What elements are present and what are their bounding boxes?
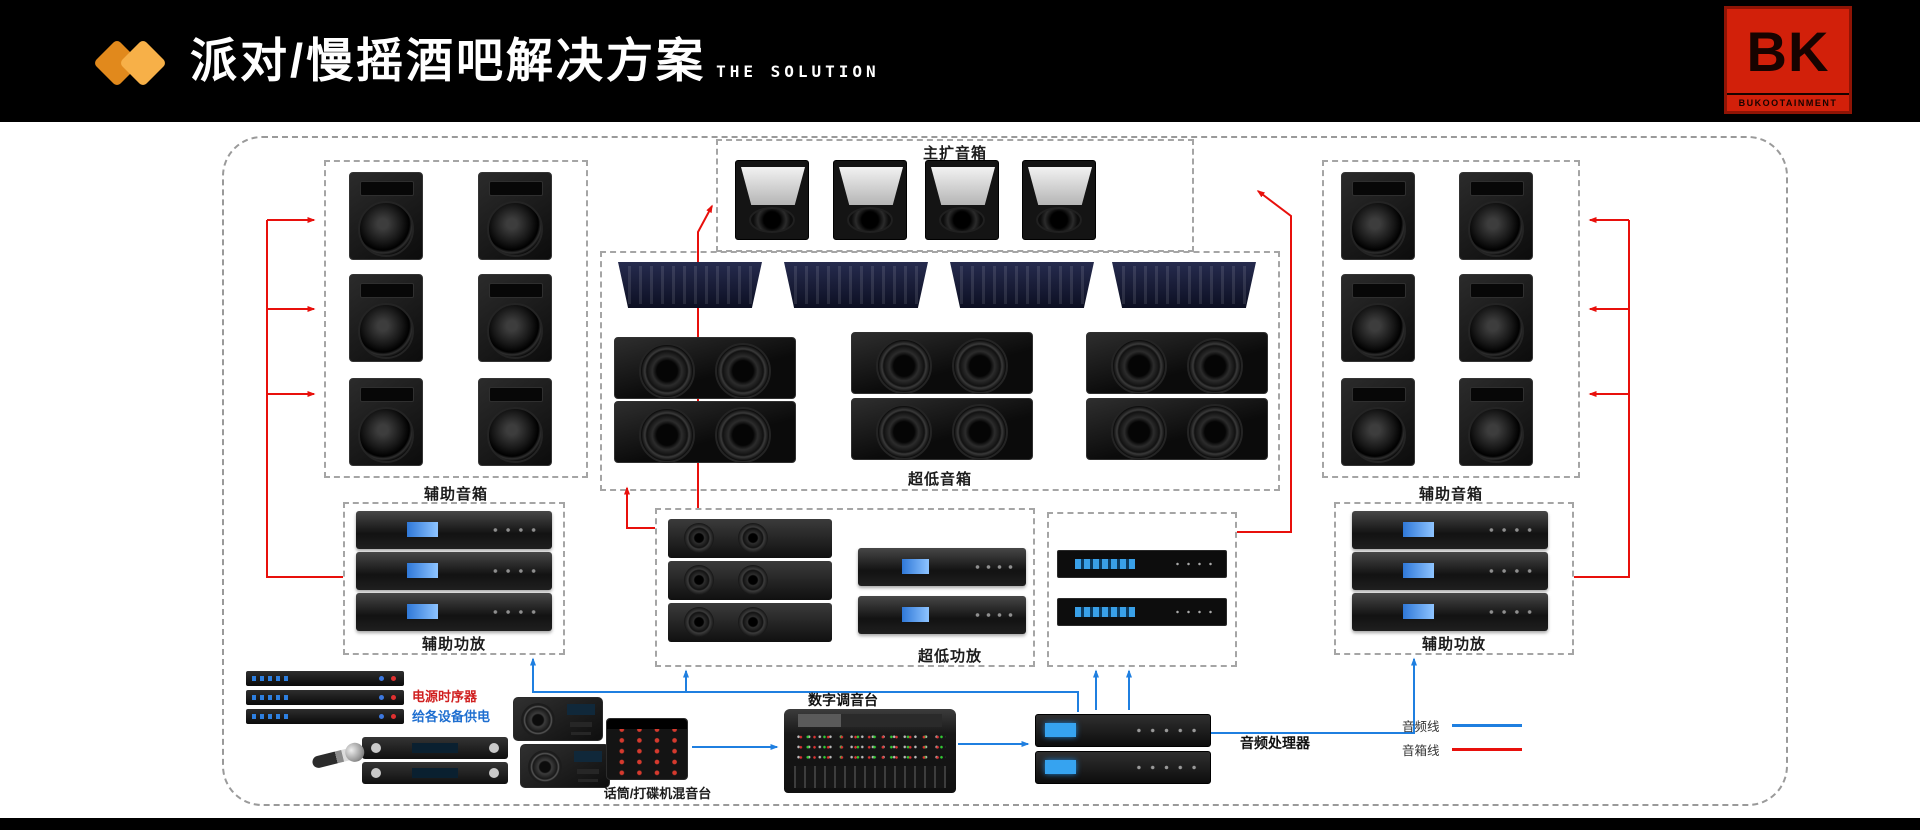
brand-logo-text: BK bbox=[1746, 19, 1830, 83]
aux-amps-right-label: 辅助功放 bbox=[1421, 636, 1486, 653]
legend-speaker-line: 音箱线 bbox=[1402, 740, 1522, 759]
aux-speaker bbox=[349, 172, 423, 260]
dj-mixer bbox=[606, 718, 688, 780]
mixer-faders bbox=[794, 766, 946, 788]
subwoofer bbox=[614, 401, 796, 463]
subwoofer bbox=[851, 398, 1033, 460]
audio-processor-unit bbox=[1035, 751, 1211, 784]
aux-speaker bbox=[1459, 274, 1533, 362]
aux-speaker bbox=[349, 378, 423, 466]
aux-speaker bbox=[1341, 172, 1415, 260]
power-sequencer-unit bbox=[246, 671, 404, 686]
subwoofer bbox=[1086, 398, 1268, 460]
dj-mixer-label: 话筒/打碟机混音台 bbox=[603, 786, 712, 801]
digital-mixer-console bbox=[784, 709, 956, 793]
mixer-screen bbox=[797, 714, 943, 727]
speaker-woofer bbox=[939, 207, 985, 233]
wireless-mic-receiver bbox=[362, 737, 508, 759]
aux-amps-left-group-box bbox=[343, 502, 565, 655]
main-speaker bbox=[833, 160, 907, 240]
system-diagram-frame bbox=[222, 136, 1788, 806]
legend-audio-label: 音频线 bbox=[1402, 720, 1440, 734]
aux-amps-right-group-box bbox=[1334, 502, 1574, 655]
dsp-processor bbox=[1057, 550, 1227, 578]
dj-turntable bbox=[513, 697, 603, 741]
aux-speaker bbox=[349, 274, 423, 362]
amplifier bbox=[1352, 552, 1548, 590]
bottom-strip bbox=[0, 818, 1920, 830]
speaker-woofer bbox=[1036, 207, 1082, 233]
line-array-speaker bbox=[784, 262, 928, 308]
page-title: 派对/慢摇酒吧解决方案 bbox=[190, 34, 707, 87]
subwoofer bbox=[614, 337, 796, 399]
amplifier bbox=[356, 511, 552, 549]
sub-amps-label: 超低功放 bbox=[917, 648, 982, 665]
amplifier bbox=[1352, 511, 1548, 549]
aux-speakers-right-label: 辅助音箱 bbox=[1418, 486, 1483, 503]
dsp-processor bbox=[1057, 598, 1227, 626]
main-speaker bbox=[925, 160, 999, 240]
title-block: 派对/慢摇酒吧解决方案 THE SOLUTION bbox=[190, 30, 880, 91]
power-sequencer-unit bbox=[246, 709, 404, 724]
speaker-horn bbox=[1028, 167, 1092, 205]
amplifier bbox=[858, 596, 1026, 634]
legend-audio-line: 音频线 bbox=[1402, 716, 1522, 735]
line-array-speaker bbox=[618, 262, 762, 308]
fan-amplifier bbox=[668, 561, 832, 600]
dj-turntable bbox=[520, 744, 610, 788]
brand-logo: BK BUKOOTAINMENT bbox=[1724, 6, 1852, 114]
digital-mixer-label: 数字调音台 bbox=[808, 692, 878, 708]
speaker-woofer bbox=[749, 207, 795, 233]
legend-speaker-label: 音箱线 bbox=[1402, 744, 1440, 758]
main-speaker bbox=[1022, 160, 1096, 240]
main-speakers-label: 主扩音箱 bbox=[922, 145, 987, 162]
power-note-label: 给各设备供电 bbox=[412, 709, 491, 724]
diamond-accent-icon bbox=[118, 38, 168, 88]
aux-speakers-left-label: 辅助音箱 bbox=[423, 486, 488, 503]
aux-speaker bbox=[1341, 274, 1415, 362]
fan-amplifier bbox=[668, 603, 832, 642]
aux-speaker bbox=[1459, 172, 1533, 260]
aux-speaker bbox=[478, 274, 552, 362]
aux-amps-left-label: 辅助功放 bbox=[421, 636, 486, 653]
aux-speaker bbox=[478, 172, 552, 260]
aux-speaker bbox=[1341, 378, 1415, 466]
subwoofer bbox=[851, 332, 1033, 394]
power-sequencer-unit bbox=[246, 690, 404, 705]
fan-amplifier bbox=[668, 519, 832, 558]
brand-logo-name: BUKOOTAINMENT bbox=[1727, 93, 1849, 111]
aux-speaker bbox=[478, 378, 552, 466]
amplifier bbox=[356, 552, 552, 590]
main-speaker bbox=[735, 160, 809, 240]
amplifier bbox=[1352, 593, 1548, 631]
power-sequencer-label: 电源时序器 bbox=[412, 689, 478, 704]
legend-speaker-swatch bbox=[1451, 748, 1522, 751]
speaker-horn bbox=[839, 167, 903, 205]
main-amps-group-box bbox=[1047, 512, 1237, 667]
mixer-buttons bbox=[794, 731, 946, 762]
wireless-mic-receiver bbox=[362, 762, 508, 784]
subwoofers-label: 超低音箱 bbox=[907, 471, 972, 488]
speaker-woofer bbox=[847, 207, 893, 233]
speaker-horn bbox=[931, 167, 995, 205]
header-bar: 派对/慢摇酒吧解决方案 THE SOLUTION BK BUKOOTAINMEN… bbox=[0, 0, 1920, 122]
speaker-horn bbox=[741, 167, 805, 205]
subwoofer bbox=[1086, 332, 1268, 394]
line-array-speaker bbox=[950, 262, 1094, 308]
amplifier bbox=[858, 548, 1026, 586]
legend-audio-swatch bbox=[1451, 724, 1522, 727]
audio-processor-unit bbox=[1035, 714, 1211, 747]
audio-processor-label: 音频处理器 bbox=[1240, 735, 1310, 751]
page-subtitle: THE SOLUTION bbox=[716, 62, 880, 82]
aux-speaker bbox=[1459, 378, 1533, 466]
line-array-speaker bbox=[1112, 262, 1256, 308]
amplifier bbox=[356, 593, 552, 631]
